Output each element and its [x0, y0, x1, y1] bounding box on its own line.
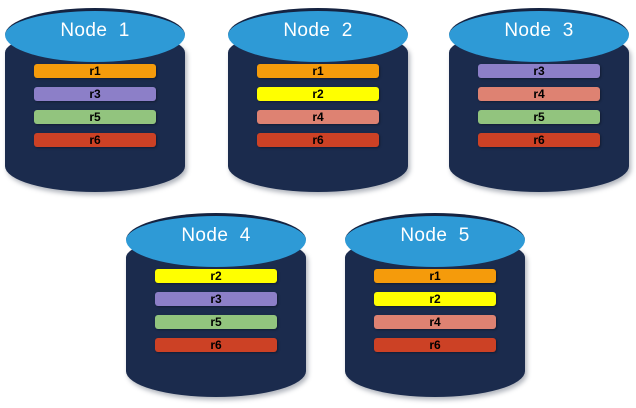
replica-bar-r5[interactable]: r5	[155, 315, 277, 329]
replica-bar-r2[interactable]: r2	[155, 269, 277, 283]
database-node-2[interactable]: Node 2 r1 r2 r4 r6	[228, 8, 408, 192]
cylinder-top-icon	[5, 8, 185, 62]
replica-bar-r4[interactable]: r4	[478, 87, 600, 101]
replica-bar-r5[interactable]: r5	[478, 110, 600, 124]
cylinder-top-icon	[345, 213, 525, 267]
replica-bar-r2[interactable]: r2	[257, 87, 379, 101]
replica-list: r2 r3 r5 r6	[155, 269, 277, 352]
replica-bar-r1[interactable]: r1	[34, 64, 156, 78]
replica-bar-r3[interactable]: r3	[155, 292, 277, 306]
node-title: Node 5	[400, 225, 470, 246]
replica-list: r1 r2 r4 r6	[257, 64, 379, 147]
replica-bar-r1[interactable]: r1	[374, 269, 496, 283]
replica-bar-r6[interactable]: r6	[34, 133, 156, 147]
replica-bar-r2[interactable]: r2	[374, 292, 496, 306]
replica-list: r1 r3 r5 r6	[34, 64, 156, 147]
cylinder-top-icon	[228, 8, 408, 62]
replica-bar-r3[interactable]: r3	[478, 64, 600, 78]
database-node-4[interactable]: Node 4 r2 r3 r5 r6	[126, 213, 306, 397]
cylinder-top-icon	[449, 8, 629, 62]
replica-bar-r6[interactable]: r6	[257, 133, 379, 147]
replica-list: r3 r4 r5 r6	[478, 64, 600, 147]
database-node-5[interactable]: Node 5 r1 r2 r4 r6	[345, 213, 525, 397]
replica-bar-r5[interactable]: r5	[34, 110, 156, 124]
node-title: Node 1	[60, 20, 130, 41]
replica-bar-r3[interactable]: r3	[34, 87, 156, 101]
node-title: Node 4	[181, 225, 251, 246]
replica-bar-r4[interactable]: r4	[374, 315, 496, 329]
cylinder-top-icon	[126, 213, 306, 267]
node-title: Node 3	[504, 20, 574, 41]
database-node-3[interactable]: Node 3 r3 r4 r5 r6	[449, 8, 629, 192]
replica-bar-r4[interactable]: r4	[257, 110, 379, 124]
replica-bar-r6[interactable]: r6	[478, 133, 600, 147]
node-title: Node 2	[283, 20, 353, 41]
database-node-1[interactable]: Node 1 r1 r3 r5 r6	[5, 8, 185, 192]
replica-list: r1 r2 r4 r6	[374, 269, 496, 352]
replica-bar-r1[interactable]: r1	[257, 64, 379, 78]
replica-bar-r6[interactable]: r6	[155, 338, 277, 352]
replica-bar-r6[interactable]: r6	[374, 338, 496, 352]
